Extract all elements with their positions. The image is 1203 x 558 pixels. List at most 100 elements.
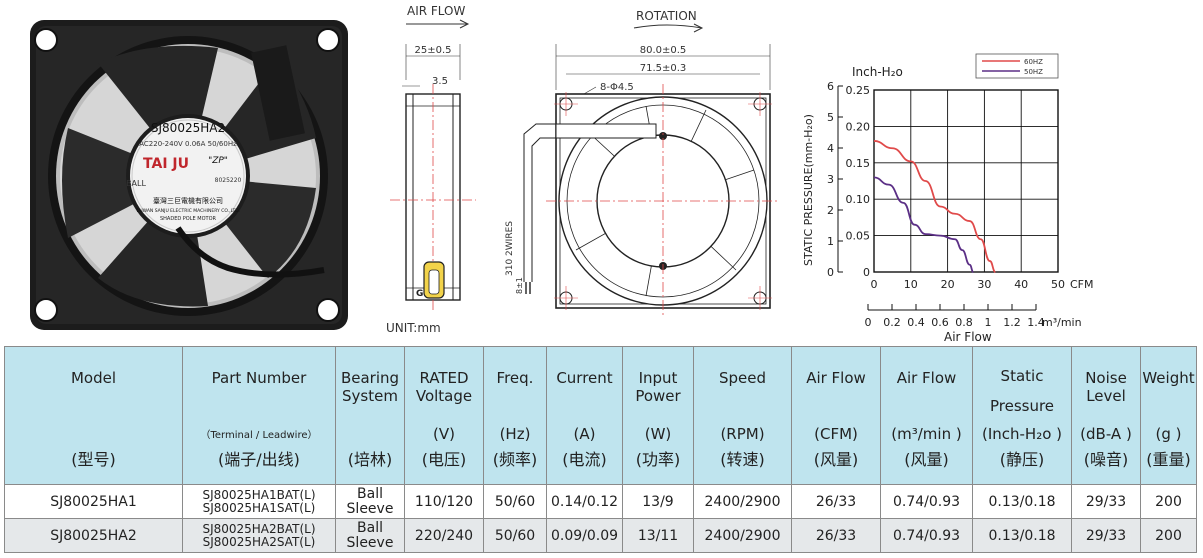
cell-part-number: SJ80025HA2BAT(L)SJ80025HA2SAT(L) — [182, 518, 336, 553]
dim-holes: 71.5±0.3 — [640, 63, 687, 74]
y-mm-tick-label: 4 — [827, 142, 834, 155]
column-header: Speed(RPM)(转速) — [693, 346, 792, 485]
x-axis-title: Air Flow — [944, 330, 992, 344]
column-header: Part Number（Terminal / Leadwire）(端子/出线) — [182, 346, 336, 485]
cell-pressure: 0.13/0.18 — [972, 484, 1072, 519]
column-header-en: Model — [70, 369, 117, 387]
x-cfm-unit: CFM — [1070, 278, 1094, 291]
column-header-cn: (电压) — [421, 450, 467, 469]
y-mm-tick-label: 1 — [827, 235, 834, 248]
y-inch-tick-label: 0.10 — [846, 193, 871, 206]
performance-chart: 60HZ 50HZ Inch-H₂o STATIC PRESSURE(mm-H₂… — [802, 53, 1094, 344]
y-inch-tick-label: 0.25 — [846, 84, 871, 97]
x-cfm-tick-label: 30 — [977, 278, 991, 291]
column-header-cn: (静压) — [999, 450, 1045, 469]
dim-outer: 80.0±0.5 — [640, 45, 687, 56]
cell-speed: 2400/2900 — [693, 518, 792, 553]
label-company-cn: 臺灣三巨電機有限公司 — [153, 196, 223, 205]
cell-power: 13/9 — [622, 484, 694, 519]
y-mm-tick-label: 0 — [827, 266, 834, 279]
column-header-unit: (RPM) — [720, 425, 765, 443]
dim-hole-dia: 8-Φ4.5 — [600, 82, 634, 93]
cell-line: Sleeve — [346, 534, 394, 551]
y-axis-title: STATIC PRESSURE(mm-H₂o) — [802, 114, 815, 266]
cell-line: SJ80025HA1BAT(L) — [202, 487, 316, 502]
cell-cfm: 26/33 — [791, 484, 881, 519]
column-header-en: RATED Voltage — [415, 369, 473, 405]
column-header-en: Speed — [718, 369, 767, 387]
chart-legend: 60HZ 50HZ — [975, 53, 1059, 79]
cell-pressure: 0.13/0.18 — [972, 518, 1072, 553]
column-header-unit: (Inch-H₂o ) — [981, 425, 1063, 443]
cell-cfm: 26/33 — [791, 518, 881, 553]
y-inch-tick-label: 0.15 — [846, 157, 871, 170]
x-m3-unit: m³/min — [1042, 316, 1082, 329]
cell-m3: 0.74/0.93 — [880, 518, 973, 553]
column-header-unit: （Terminal / Leadwire） — [200, 430, 318, 441]
column-header: Weight(g )(重量) — [1140, 346, 1197, 485]
cell-voltage: 110/120 — [404, 484, 484, 519]
dim-width: 25±0.5 — [414, 45, 451, 56]
label-motor: SHADED POLE MOTOR — [160, 216, 217, 222]
x-m3-tick-label: 0.4 — [907, 316, 925, 329]
label-zp: "ZP" — [208, 156, 228, 166]
y-mm-tick-label: 3 — [827, 173, 834, 186]
label-rating: AC220-240V 0.06A 50/60Hz — [139, 140, 237, 148]
x-m3-tick-label: 0 — [865, 316, 872, 329]
column-header-en: Air Flow — [896, 369, 957, 387]
y-mm-tick-label: 6 — [827, 80, 834, 93]
x-cfm-tick-label: 20 — [941, 278, 955, 291]
plot-frame — [873, 89, 1059, 273]
dim-flange: 3.5 — [432, 76, 448, 87]
column-header: Current(A)(电流) — [546, 346, 623, 485]
spec-table: Model(型号)Part Number（Terminal / Leadwire… — [4, 346, 1197, 553]
column-header-en: Current — [556, 369, 613, 387]
column-header-cn: (风量) — [904, 450, 949, 469]
column-header-cn: (端子/出线) — [218, 450, 300, 469]
column-header-unit: (dB-A ) — [1080, 425, 1132, 443]
cell-speed: 2400/2900 — [693, 484, 792, 519]
series-line-60hz — [873, 140, 996, 273]
column-header-en: Bearing System — [340, 369, 400, 405]
wires-label: 310 2WIRES — [505, 221, 515, 276]
x-cfm-tick-label: 40 — [1014, 278, 1028, 291]
column-header-en: Air Flow — [806, 369, 866, 387]
unit-label: UNIT:mm — [386, 321, 441, 335]
column-header: Air Flow(m³/min )(风量) — [880, 346, 973, 485]
cell-line: SJ80025HA1SAT(L) — [202, 500, 316, 515]
cell-weight: 200 — [1140, 518, 1197, 553]
label-company-en: TAIWAN SANJU ELECTRIC MACHINERY CO.,LTD. — [135, 208, 240, 214]
column-header: Freq.(Hz)(频率) — [483, 346, 547, 485]
column-header: Static Pressure(Inch-H₂o )(静压) — [972, 346, 1072, 485]
table-header-row: Model(型号)Part Number（Terminal / Leadwire… — [4, 346, 1197, 485]
cell-power: 13/11 — [622, 518, 694, 553]
cell-freq: 50/60 — [483, 484, 547, 519]
y-inch-tick-label: 0.20 — [846, 120, 871, 133]
column-header-unit: (Hz) — [499, 425, 531, 443]
cell-voltage: 220/240 — [404, 518, 484, 553]
y-inch-tick-label: 0.05 — [846, 230, 871, 243]
x-cfm-tick-label: 50 — [1051, 278, 1065, 291]
column-header-cn: (噪音) — [1083, 450, 1129, 469]
cell-current: 0.14/0.12 — [546, 484, 623, 519]
cell-noise: 29/33 — [1071, 518, 1141, 553]
cell-line: Ball — [357, 519, 383, 536]
cell-current: 0.09/0.09 — [546, 518, 623, 553]
label-serial: 8025220 — [215, 177, 242, 184]
y-mm-tick-label: 2 — [827, 204, 834, 217]
x-m3-tick-label: 0.6 — [931, 316, 949, 329]
label-brand: TAI JU — [143, 156, 189, 172]
series-line-50hz — [873, 176, 974, 273]
cell-line: Ball — [357, 485, 383, 502]
column-header: Bearing System(培林) — [335, 346, 405, 485]
column-header: RATED Voltage(V)(电压) — [404, 346, 484, 485]
column-header: Input Power(W)(功率) — [622, 346, 694, 485]
x-m3-tick-label: 1.4 — [1027, 316, 1045, 329]
column-header: Air Flow(CFM)(风量) — [791, 346, 881, 485]
y-inch-axis-label: Inch-H₂o — [852, 65, 903, 79]
svg-text:G: G — [416, 289, 423, 299]
cell-line: Sleeve — [346, 500, 394, 517]
fan-photo: SJ80025HA2 AC220-240V 0.06A 50/60Hz TAI … — [30, 20, 348, 330]
